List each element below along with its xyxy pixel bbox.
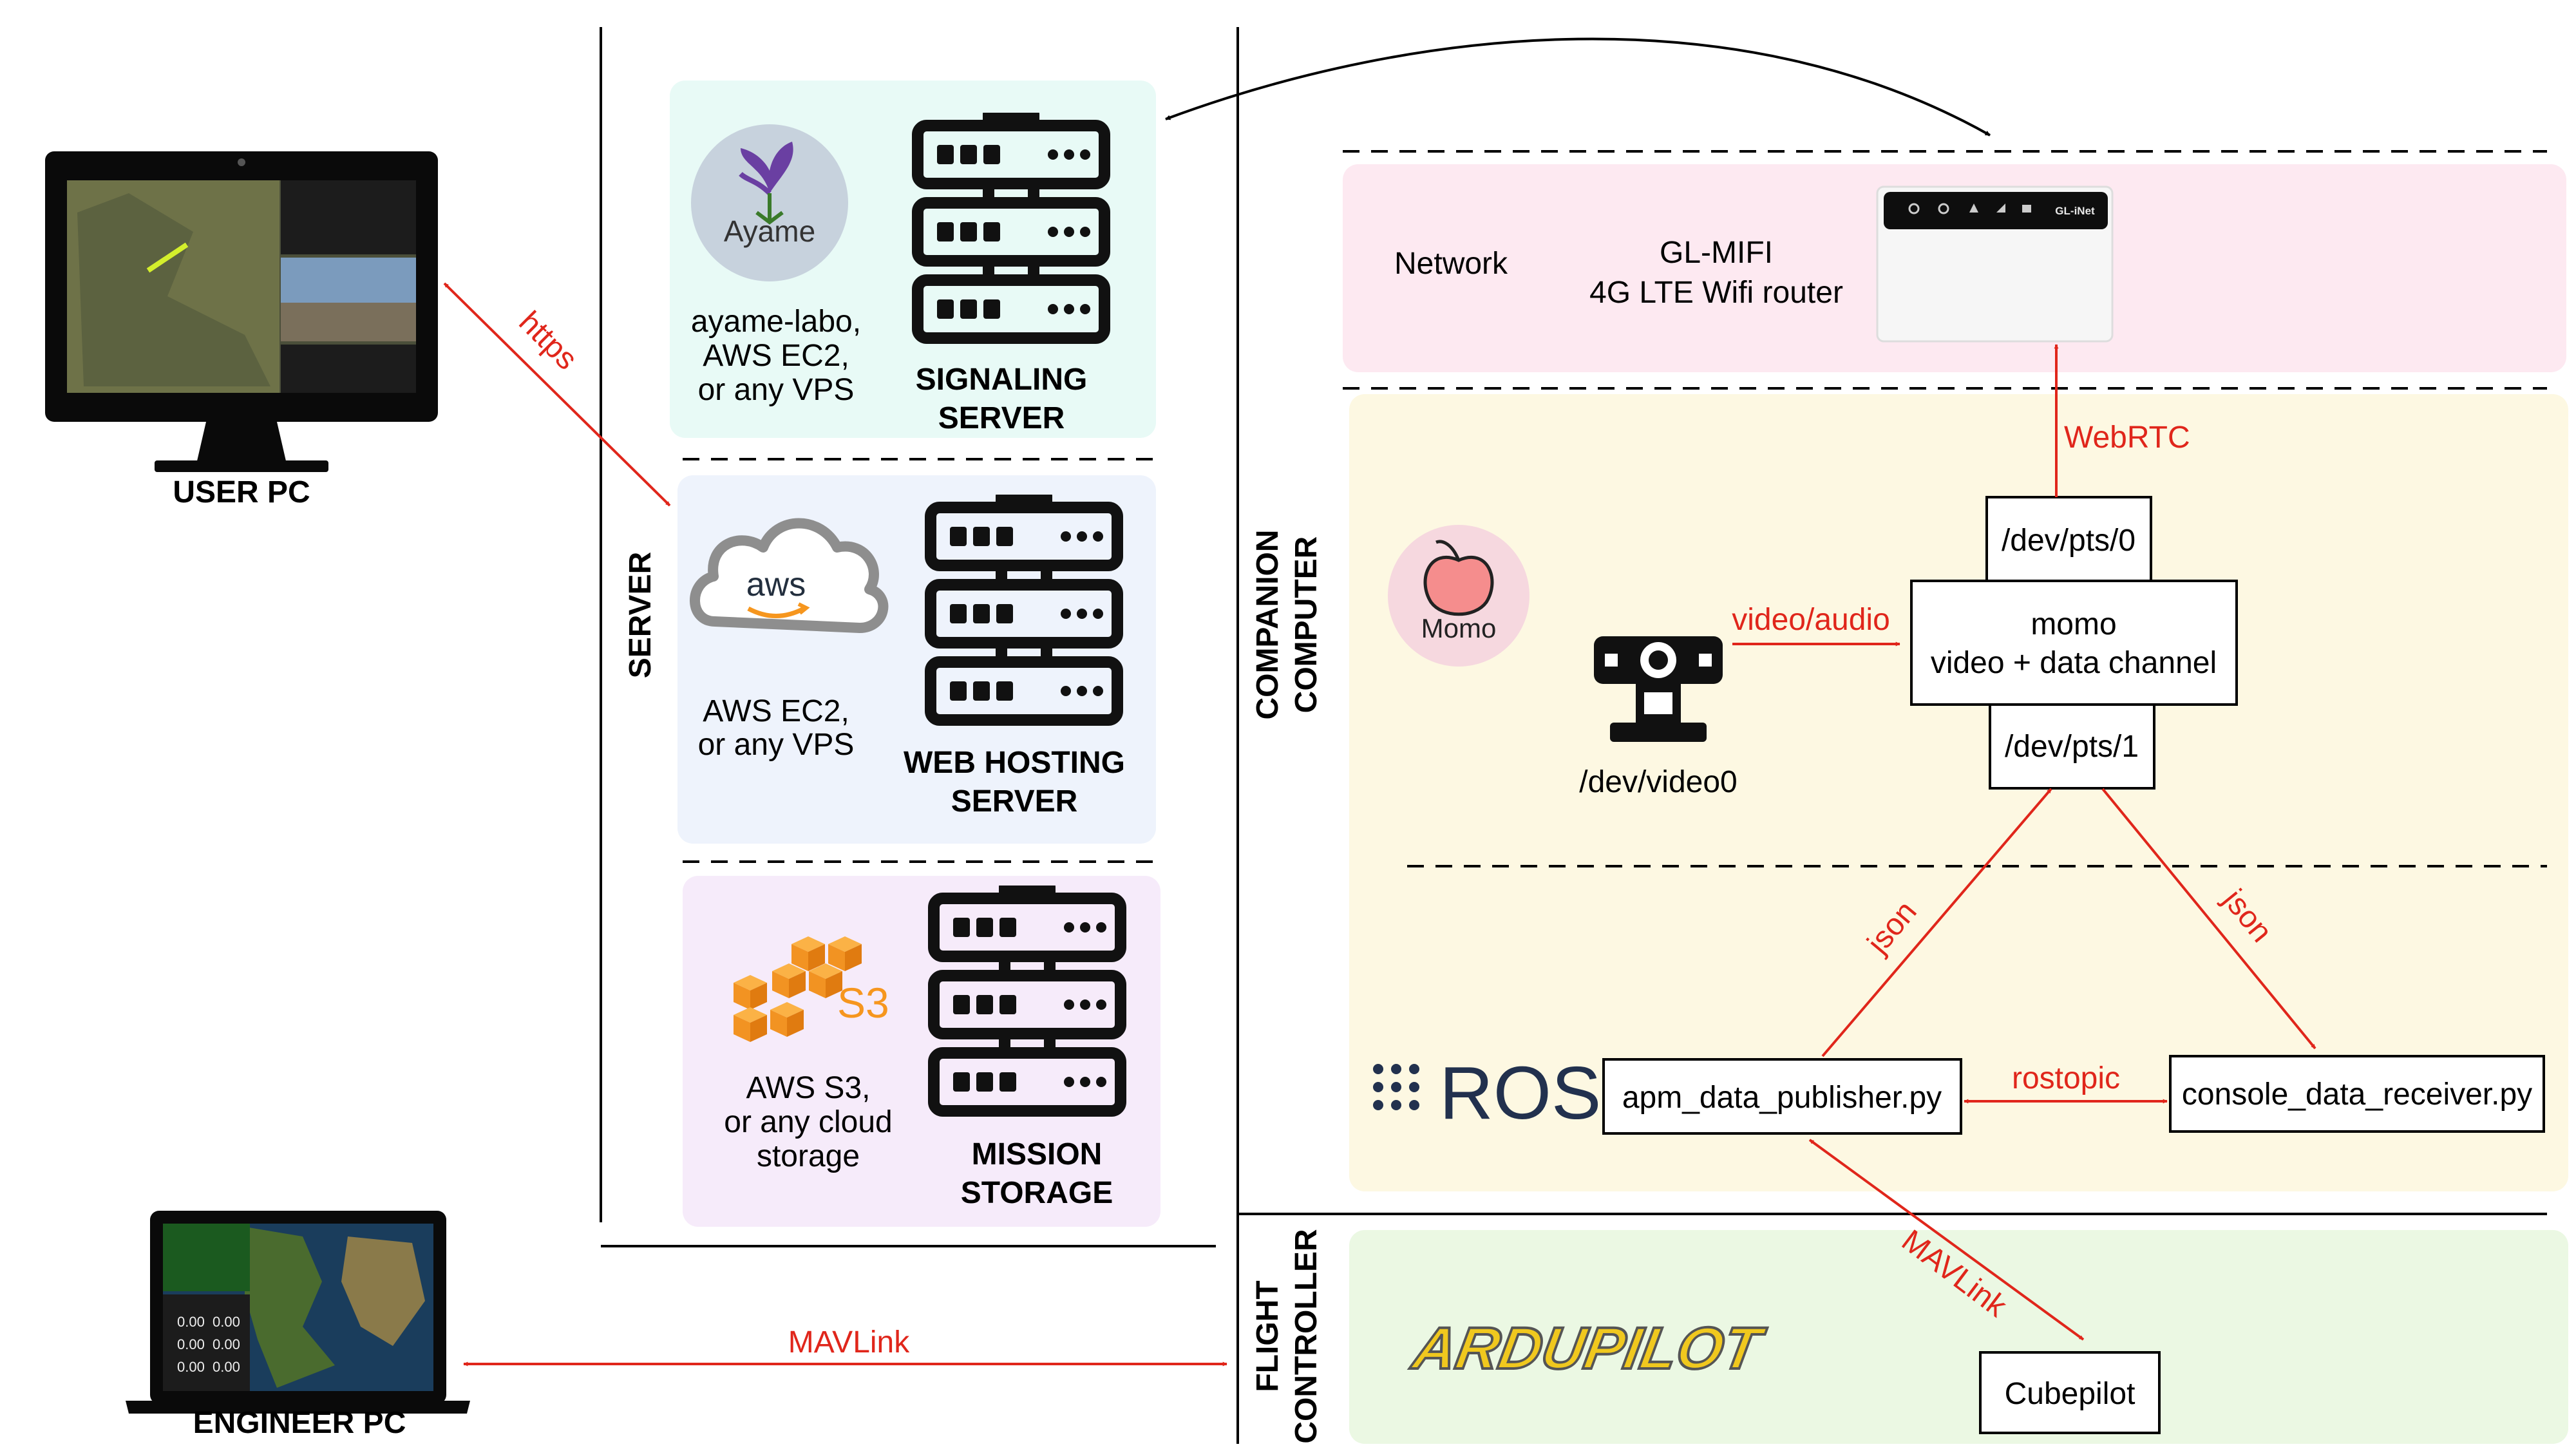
json-up-arrow xyxy=(1821,788,2052,1057)
pts1-box xyxy=(1989,703,2155,790)
rostopic-label: rostopic xyxy=(2012,1061,2120,1095)
ardupilot-logo: ARDUPILOT xyxy=(1406,1314,1772,1383)
server-section-label: SERVER xyxy=(623,552,658,679)
momo-title: momo xyxy=(2031,607,2116,641)
console-data-receiver-label: console_data_receiver.py xyxy=(2182,1077,2532,1112)
user-pc-label: USER PC xyxy=(173,475,310,509)
svg-text:COMPANION: COMPANION xyxy=(1251,529,1285,719)
svg-text:aws: aws xyxy=(746,566,806,603)
svg-text:GL-iNet: GL-iNet xyxy=(2055,205,2095,217)
mavlink-engineer-label: MAVLink xyxy=(788,1325,911,1359)
momo-logo: Momo xyxy=(1388,525,1530,667)
websocket-curved-arrow xyxy=(1165,37,1991,137)
apm-data-publisher-node xyxy=(1602,1058,1962,1135)
svg-text:SERVER: SERVER xyxy=(951,784,1078,819)
svg-text:0.00: 0.00 xyxy=(177,1359,205,1375)
ayame-logo: Ayame xyxy=(691,124,848,281)
engineer-pc-laptop-icon: 0.00 0.00 0.00 0.00 0.00 0.00 xyxy=(126,1211,470,1414)
svg-text:MISSION: MISSION xyxy=(972,1137,1103,1171)
pts0-label: /dev/pts/0 xyxy=(2002,524,2136,558)
camera-icon xyxy=(1594,636,1723,742)
router-icon: GL-iNet xyxy=(1876,185,2114,343)
https-arrow xyxy=(443,282,671,507)
svg-text:CONTROLLER: CONTROLLER xyxy=(1289,1229,1323,1443)
cubepilot-label: Cubepilot xyxy=(2005,1377,2136,1411)
svg-text:SERVER: SERVER xyxy=(938,401,1065,435)
mission-storage-hosts: AWS S3, or any cloud storage xyxy=(724,1071,893,1173)
pts1-label: /dev/pts/1 xyxy=(2005,730,2139,764)
svg-text:0.00: 0.00 xyxy=(177,1336,205,1352)
momo-box xyxy=(1910,580,2238,706)
svg-text:COMPUTER: COMPUTER xyxy=(1289,536,1323,714)
svg-text:or any cloud: or any cloud xyxy=(724,1105,893,1139)
svg-text:Momo: Momo xyxy=(1421,613,1497,643)
apm-data-publisher-label: apm_data_publisher.py xyxy=(1622,1081,1942,1115)
svg-text:ARDUPILOT: ARDUPILOT xyxy=(1407,1315,1770,1381)
svg-text:STORAGE: STORAGE xyxy=(961,1176,1113,1210)
aws-cloud-logo: aws xyxy=(690,518,889,633)
svg-text:0.00: 0.00 xyxy=(213,1359,240,1375)
signaling-server-title: SIGNALING SERVER xyxy=(916,363,1088,435)
svg-text:0.00: 0.00 xyxy=(213,1314,240,1330)
svg-text:FLIGHT: FLIGHT xyxy=(1251,1280,1285,1392)
svg-text:AWS S3,: AWS S3, xyxy=(746,1071,871,1105)
mission-storage-title: MISSION STORAGE xyxy=(961,1137,1113,1210)
svg-text:Ayame: Ayame xyxy=(724,214,815,248)
web-hosting-hosts: AWS EC2, or any VPS xyxy=(698,694,855,762)
engineer-pc-label: ENGINEER PC xyxy=(193,1406,406,1440)
dashed-separators xyxy=(683,150,2547,867)
svg-text:WEB HOSTING: WEB HOSTING xyxy=(904,746,1125,780)
companion-panel xyxy=(1349,394,2568,1191)
mavlink-fc-arrow xyxy=(1808,1139,2085,1341)
svg-text:ROS: ROS xyxy=(1439,1051,1601,1135)
user-pc-monitor-icon xyxy=(45,151,438,472)
cubepilot-box xyxy=(1979,1351,2161,1434)
svg-text:0.00: 0.00 xyxy=(213,1336,240,1352)
svg-text:AWS EC2,: AWS EC2, xyxy=(703,694,849,728)
svg-text:or any VPS: or any VPS xyxy=(698,728,855,762)
https-label: https xyxy=(512,305,583,377)
camera-device-label: /dev/video0 xyxy=(1579,765,1738,799)
companion-section-label: COMPANION COMPUTER xyxy=(1251,529,1323,719)
router-name: GL-MIFI xyxy=(1660,236,1773,270)
pts0-box xyxy=(1985,496,2152,582)
svg-text:SIGNALING: SIGNALING xyxy=(916,363,1088,397)
video-audio-label: video/audio xyxy=(1732,603,1890,637)
ros-logo: ROS xyxy=(1373,1051,1601,1135)
svg-text:0.00: 0.00 xyxy=(177,1314,205,1330)
fc-section-label: FLIGHT CONTROLLER xyxy=(1251,1229,1323,1443)
svg-text:or any VPS: or any VPS xyxy=(698,373,855,407)
svg-text:storage: storage xyxy=(757,1139,860,1173)
webrtc-label: WebRTC xyxy=(2064,421,2190,455)
svg-text:AWS EC2,: AWS EC2, xyxy=(703,339,849,373)
web-hosting-server-title: WEB HOSTING SERVER xyxy=(904,746,1125,819)
s3-logo: S3 xyxy=(734,936,889,1042)
network-label: Network xyxy=(1394,247,1508,281)
momo-desc: video + data channel xyxy=(1931,646,2217,680)
svg-text:ayame-labo,: ayame-labo, xyxy=(691,305,861,339)
json-down-arrow xyxy=(2101,788,2316,1050)
svg-text:S3: S3 xyxy=(837,979,889,1027)
router-desc: 4G LTE Wifi router xyxy=(1589,276,1843,310)
signaling-hosts: ayame-labo, AWS EC2, or any VPS xyxy=(691,305,861,407)
console-data-receiver-node xyxy=(2169,1055,2545,1133)
